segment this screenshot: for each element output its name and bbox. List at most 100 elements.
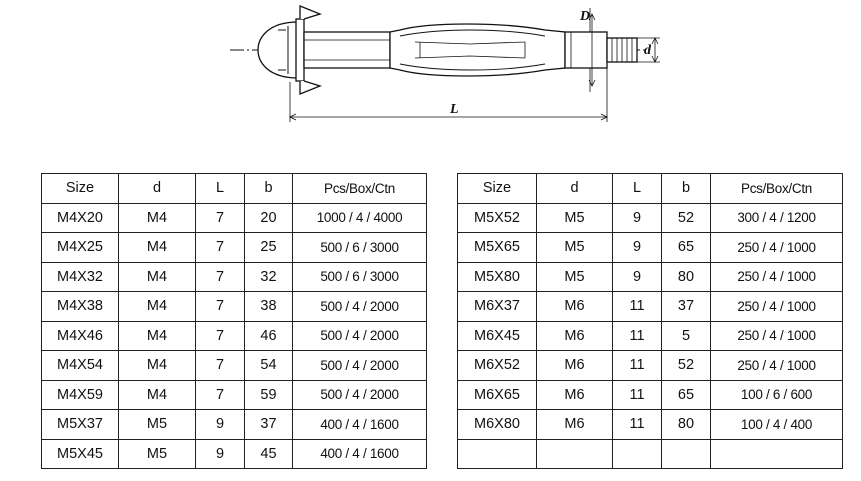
cell-l: 9 — [195, 438, 245, 469]
cell-pcs-box-ctn: 500 / 4 / 2000 — [292, 350, 427, 381]
cell-l: 7 — [195, 202, 245, 233]
cell-b: 54 — [244, 350, 293, 381]
cell-b: 38 — [244, 291, 293, 322]
cell-pcs-box-ctn: 500 / 4 / 2000 — [292, 379, 427, 410]
cell-d: M4 — [118, 202, 196, 233]
cell-b: 52 — [661, 202, 711, 233]
prong-top — [299, 5, 322, 20]
dimension-label-L: L — [449, 102, 459, 117]
cell-size: M4X59 — [41, 379, 119, 410]
cell-l: 7 — [195, 350, 245, 381]
cell-pcs-box-ctn — [710, 438, 843, 469]
cell-pcs-box-ctn: 250 / 4 / 1000 — [710, 261, 843, 292]
table-row — [457, 438, 843, 469]
header-d: d — [536, 173, 613, 204]
header-pcs-box-ctn: Pcs/Box/Ctn — [710, 173, 843, 204]
cell-d: M4 — [118, 350, 196, 381]
header-size: Size — [41, 173, 119, 204]
anchor-collar — [295, 18, 305, 82]
cell-d: M6 — [536, 409, 613, 440]
cell-b: 32 — [244, 261, 293, 292]
cell-d: M4 — [118, 379, 196, 410]
cell-b: 37 — [244, 409, 293, 440]
header-b: b — [661, 173, 711, 204]
cell-l: 9 — [612, 261, 662, 292]
header-d: d — [118, 173, 196, 204]
cell-size: M6X37 — [457, 291, 537, 322]
cell-b: 52 — [661, 350, 711, 381]
cell-size: M4X38 — [41, 291, 119, 322]
cell-b: 46 — [244, 320, 293, 351]
cell-size: M4X46 — [41, 320, 119, 351]
cell-b: 37 — [661, 291, 711, 322]
cell-b: 45 — [244, 438, 293, 469]
cell-l: 11 — [612, 291, 662, 322]
hollow-wall-anchor-drawing: D d L — [230, 5, 660, 122]
cell-size: M5X45 — [41, 438, 119, 469]
cell-pcs-box-ctn: 250 / 4 / 1000 — [710, 291, 843, 322]
dimension-label-d: d — [644, 43, 652, 58]
cell-b: 25 — [244, 232, 293, 263]
cell-size: M4X25 — [41, 232, 119, 263]
cell-l: 7 — [195, 232, 245, 263]
cell-pcs-box-ctn: 100 / 4 / 400 — [710, 409, 843, 440]
cell-d: M5 — [118, 438, 196, 469]
cell-pcs-box-ctn: 500 / 4 / 2000 — [292, 291, 427, 322]
cell-size: M4X54 — [41, 350, 119, 381]
cell-d: M4 — [118, 320, 196, 351]
cell-b: 80 — [661, 409, 711, 440]
cell-d: M5 — [118, 409, 196, 440]
cell-l: 7 — [195, 320, 245, 351]
expansion-segment — [389, 23, 566, 77]
dimension-label-D: D — [579, 9, 590, 24]
cell-pcs-box-ctn: 100 / 6 / 600 — [710, 379, 843, 410]
cell-b: 65 — [661, 379, 711, 410]
cell-size: M6X52 — [457, 350, 537, 381]
cell-d: M6 — [536, 350, 613, 381]
cell-l: 9 — [195, 409, 245, 440]
cell-pcs-box-ctn: 250 / 4 / 1000 — [710, 350, 843, 381]
cell-pcs-box-ctn: 400 / 4 / 1600 — [292, 438, 427, 469]
cell-d: M4 — [118, 291, 196, 322]
cell-b: 59 — [244, 379, 293, 410]
cell-d: M6 — [536, 291, 613, 322]
cell-size: M4X20 — [41, 202, 119, 233]
cell-b: 5 — [661, 320, 711, 351]
cell-size: M6X45 — [457, 320, 537, 351]
cell-size — [457, 438, 537, 469]
cell-d: M4 — [118, 232, 196, 263]
cell-size: M6X65 — [457, 379, 537, 410]
cell-l: 11 — [612, 350, 662, 381]
cell-b: 20 — [244, 202, 293, 233]
anchor-sleeve — [303, 31, 391, 69]
cell-pcs-box-ctn: 300 / 4 / 1200 — [710, 202, 843, 233]
cell-size: M5X65 — [457, 232, 537, 263]
cell-l: 9 — [612, 202, 662, 233]
cell-d — [536, 438, 613, 469]
cell-pcs-box-ctn: 500 / 6 / 3000 — [292, 261, 427, 292]
cell-pcs-box-ctn: 400 / 4 / 1600 — [292, 409, 427, 440]
cell-pcs-box-ctn: 1000 / 4 / 4000 — [292, 202, 427, 233]
cell-size: M5X80 — [457, 261, 537, 292]
header-size: Size — [457, 173, 537, 204]
header-l: L — [612, 173, 662, 204]
cell-size: M4X32 — [41, 261, 119, 292]
cell-l: 9 — [612, 232, 662, 263]
cell-b: 65 — [661, 232, 711, 263]
cell-d: M4 — [118, 261, 196, 292]
prong-bottom — [299, 80, 322, 95]
cell-l: 11 — [612, 379, 662, 410]
